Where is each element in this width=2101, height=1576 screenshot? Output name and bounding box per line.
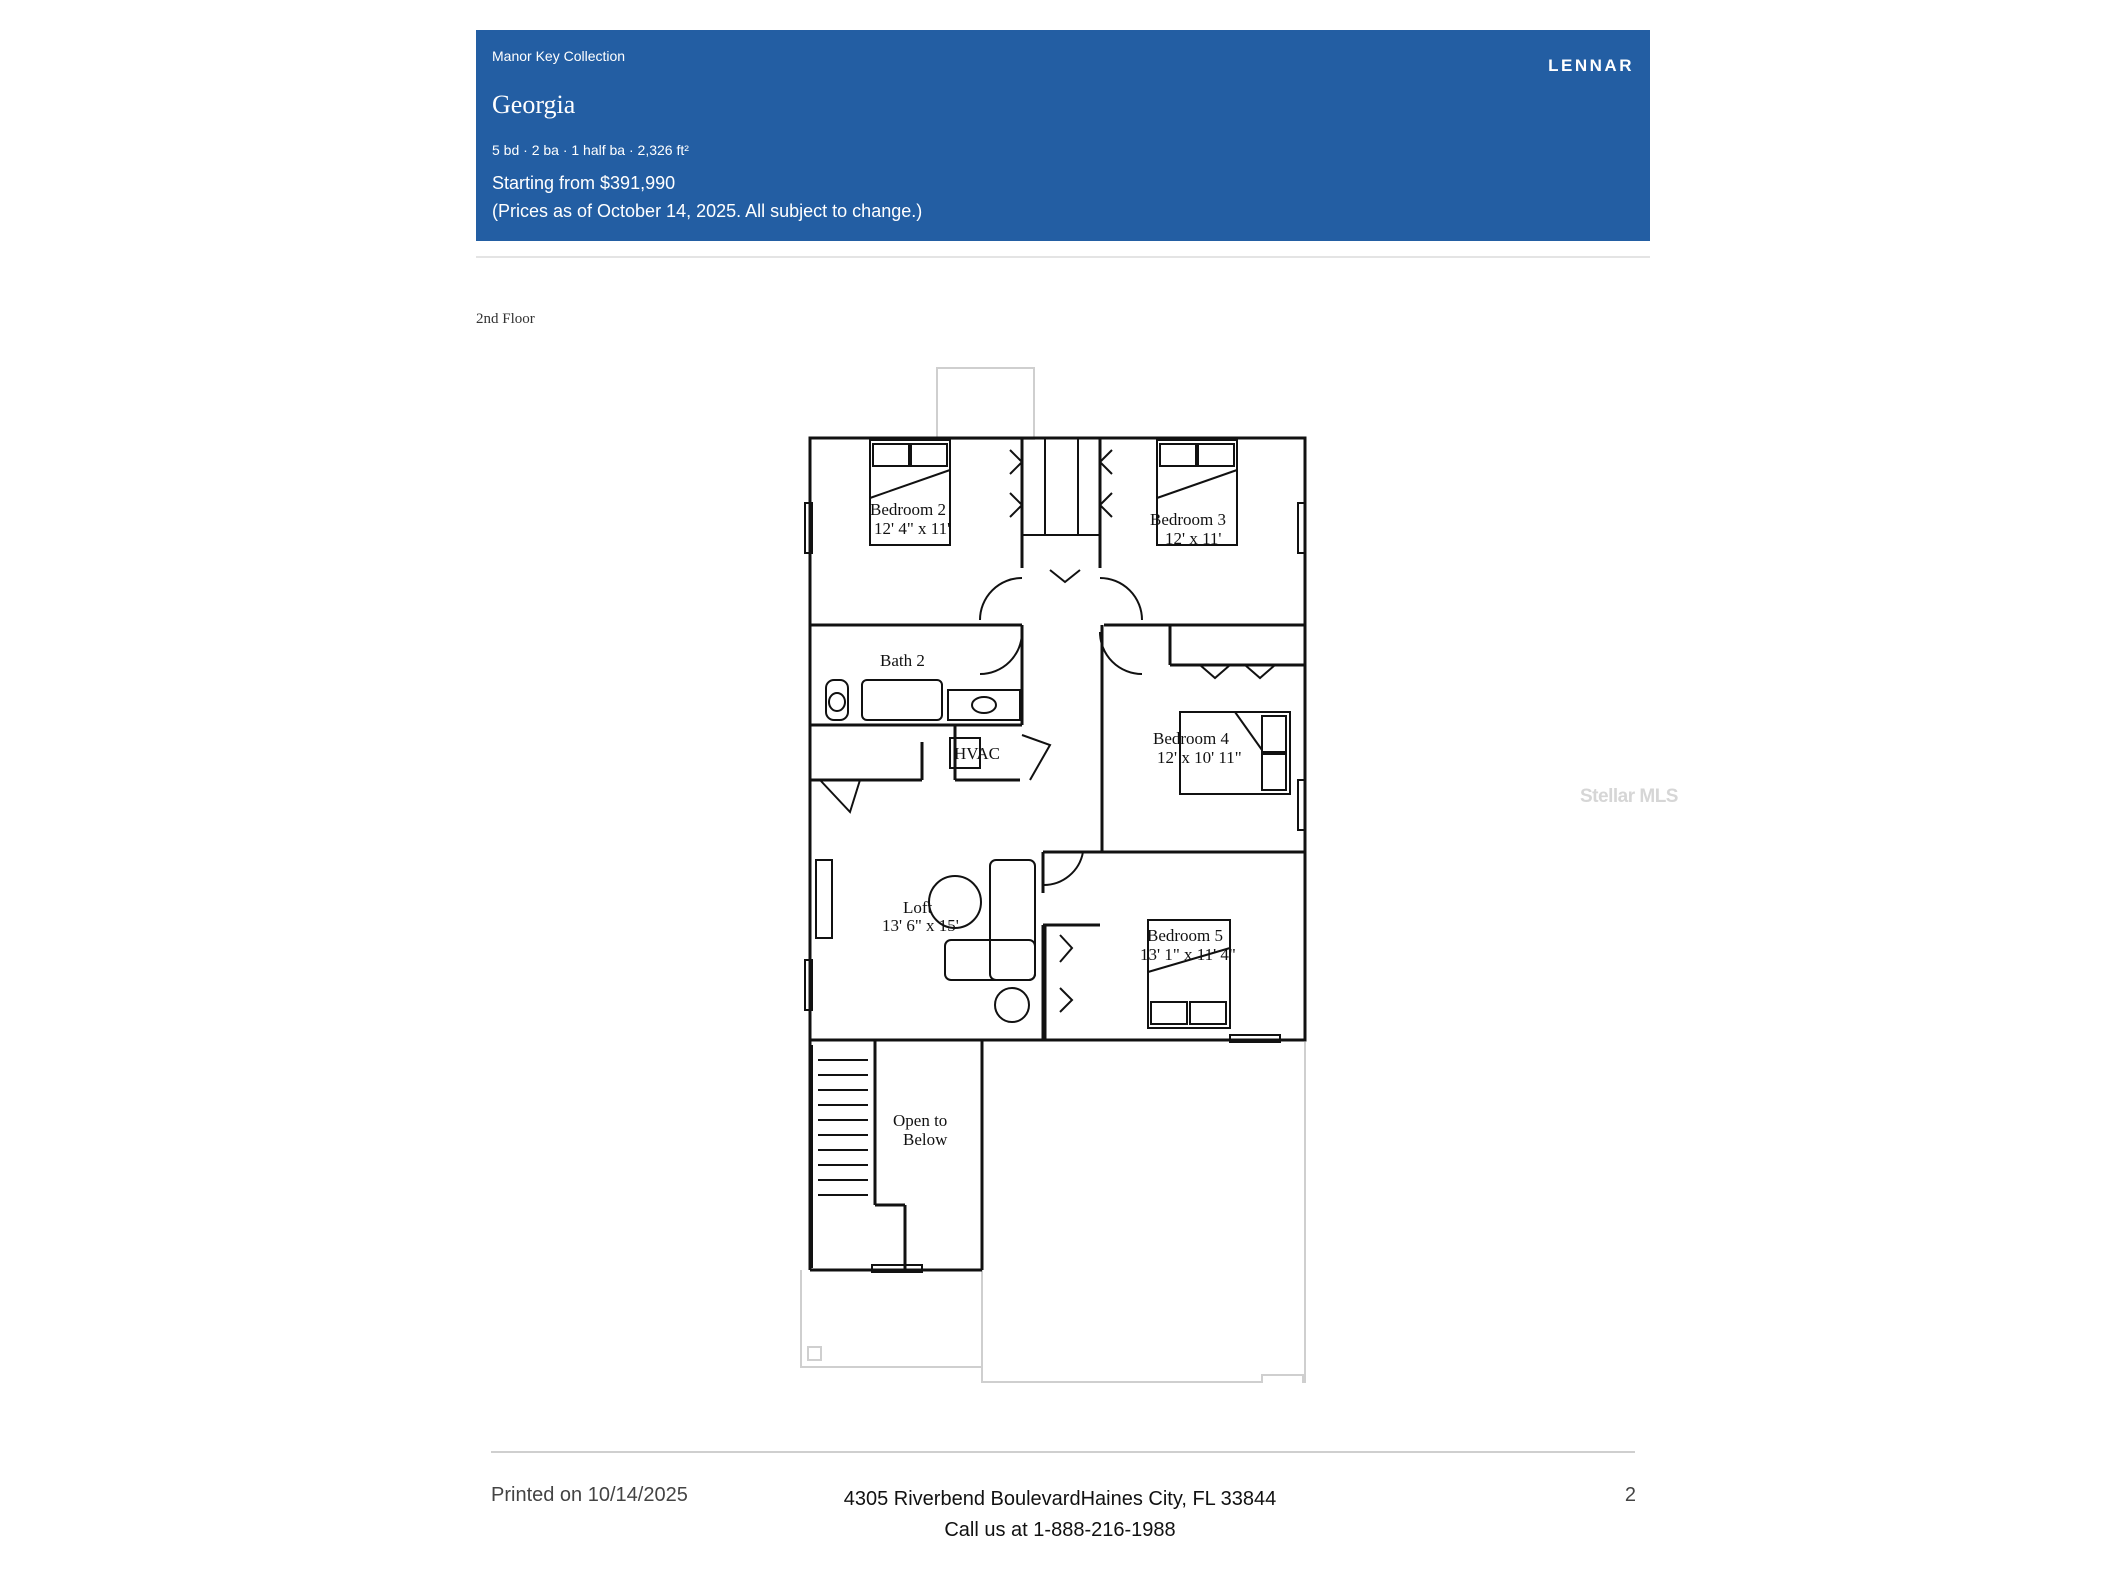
bedroom5-size: 13' 1" x 11' 4" — [1140, 945, 1236, 964]
interior-details — [804, 438, 1306, 1273]
bedroom3-label: Bedroom 3 — [1150, 510, 1226, 529]
footer-divider — [491, 1451, 1635, 1453]
footer-contact: 4305 Riverbend BoulevardHaines City, FL … — [740, 1484, 1380, 1546]
phone-number: Call us at 1-888-216-1988 — [944, 1519, 1176, 1541]
room-labels: Bedroom 2 12' 4" x 11' Bedroom 3 12' x 1… — [870, 500, 1242, 1149]
header-divider — [476, 256, 1650, 258]
bedroom3-size: 12' x 11' — [1165, 529, 1222, 548]
printed-date: Printed on 10/14/2025 — [491, 1484, 688, 1506]
loft-label: Loft — [903, 898, 933, 917]
walls — [808, 436, 1307, 1272]
bedroom5-label: Bedroom 5 — [1147, 926, 1223, 945]
mls-watermark: Stellar MLS — [1580, 786, 1678, 807]
bedroom2-label: Bedroom 2 — [870, 500, 946, 519]
bedroom4-size: 12' x 10' 11" — [1157, 748, 1242, 767]
plan-specs: 5 bd · 2 ba · 1 half ba · 2,326 ft² — [492, 142, 689, 158]
hvac-label: HVAC — [954, 744, 1000, 763]
community-address: 4305 Riverbend BoulevardHaines City, FL … — [843, 1488, 1277, 1510]
page-number: 2 — [1624, 1484, 1636, 1506]
bedroom2-size: 12' 4" x 11' — [874, 519, 950, 538]
open-below-line2: Below — [903, 1130, 948, 1149]
loft-size: 13' 6" x 15' — [882, 916, 959, 935]
plan-header: Manor Key Collection LENNAR Georgia 5 bd… — [476, 30, 1650, 241]
plan-price: Starting from $391,990 — [492, 173, 676, 193]
open-below-line1: Open to — [893, 1111, 947, 1130]
floor-label: 2nd Floor — [476, 311, 535, 327]
plan-name: Georgia — [492, 90, 576, 119]
collection-name: Manor Key Collection — [492, 48, 626, 64]
bath2-label: Bath 2 — [880, 651, 925, 670]
staircase — [811, 1045, 868, 1268]
bedroom4-label: Bedroom 4 — [1153, 729, 1230, 748]
brand-logo: LENNAR — [1548, 56, 1634, 75]
price-note: (Prices as of October 14, 2025. All subj… — [492, 201, 923, 221]
